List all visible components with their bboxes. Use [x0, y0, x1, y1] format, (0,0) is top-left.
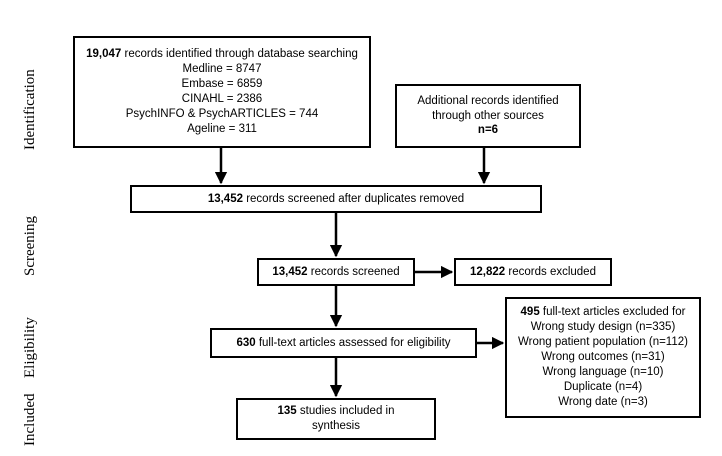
box-fulltext-excluded: 495 full-text articles excluded for Wron…	[505, 297, 701, 418]
source-embase: Embase = 6859	[181, 78, 263, 91]
reason-outcomes: Wrong outcomes (n=31)	[541, 351, 665, 364]
additional-line1: Additional records identified	[417, 94, 559, 107]
screened-count: 13,452	[272, 265, 308, 278]
box-additional-records: Additional records identified through ot…	[395, 84, 581, 148]
source-cinahl: CINAHL = 2386	[181, 93, 263, 105]
reason-language: Wrong language (n=10)	[542, 365, 664, 378]
stage-label-identification: Identification	[22, 69, 38, 150]
additional-count: n=6	[477, 124, 499, 137]
reason-patient-population: Wrong patient population (n=112)	[518, 336, 688, 349]
reason-study-design: Wrong study design (n=335)	[530, 321, 676, 334]
reason-date: Wrong date (n=3)	[558, 395, 648, 408]
source-ageline: Ageline = 311	[187, 122, 257, 135]
deduplicated-count: 13,452	[207, 192, 243, 205]
deduplicated-text: records screened after duplicates remove…	[243, 192, 465, 205]
additional-line2: through other sources	[432, 109, 544, 122]
included-count: 135	[277, 405, 297, 418]
box-records-screened: 13,452 records screened	[257, 258, 415, 286]
stage-label-included: Included	[22, 393, 38, 446]
screened-text: records screened	[307, 265, 400, 278]
fulltext-excluded-count: 495	[520, 306, 540, 319]
box-records-deduplicated: 13,452 records screened after duplicates…	[130, 185, 542, 213]
box-records-excluded: 12,822 records excluded	[454, 258, 612, 286]
stage-label-eligibility: Eligibility	[22, 317, 38, 378]
identified-count: 19,047	[86, 48, 122, 61]
included-line2: synthesis	[312, 420, 360, 432]
identified-text: records identified through database sear…	[121, 48, 358, 61]
fulltext-excluded-text: full-text articles excluded for	[539, 306, 686, 319]
included-text: studies included in	[296, 405, 395, 418]
reason-duplicate: Duplicate (n=4)	[563, 380, 643, 393]
stage-label-screening: Screening	[22, 216, 38, 276]
assessed-count: 630	[236, 336, 256, 349]
box-records-identified: 19,047 records identified through databa…	[73, 36, 371, 148]
box-fulltext-assessed: 630 full-text articles assessed for elig…	[210, 328, 477, 358]
source-medline: Medline = 8747	[182, 63, 262, 76]
assessed-text: full-text articles assessed for eligibil…	[255, 336, 451, 349]
box-studies-included: 135 studies included in synthesis	[236, 398, 436, 440]
excluded-text: records excluded	[505, 265, 596, 278]
excluded-count: 12,822	[470, 265, 506, 278]
source-psychinfo: PsychINFO & PsychARTICLES = 744	[125, 107, 319, 120]
